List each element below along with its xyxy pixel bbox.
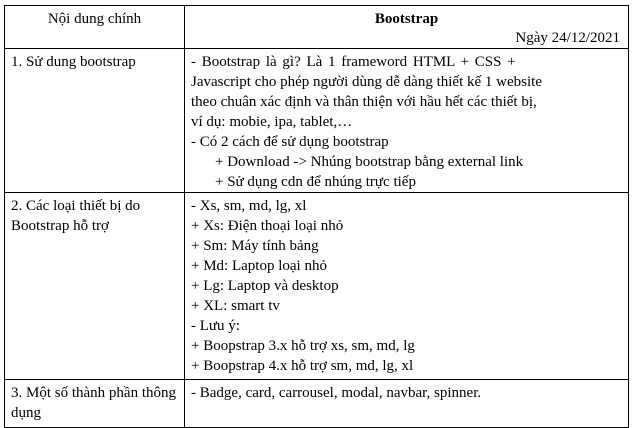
content-line: + Boopstrap 3.x hỗ trợ xs, sm, md, lg — [191, 338, 415, 354]
header-subject-title: Bootstrap — [374, 11, 439, 27]
content-line: - Badge, card, carrousel, modal, navbar,… — [191, 385, 482, 401]
table-row: 2. Các loại thiết bị do Bootstrap hỗ trợ… — [4, 192, 629, 380]
topic-cell: 3. Một số thành phần thông dụng — [4, 379, 185, 428]
content-line: + Xs: Điện thoại loại nhỏ — [191, 218, 344, 234]
header-subject-cell: Bootstrap Ngày 24/12/2021 — [184, 5, 629, 49]
content-cell: - Badge, card, carrousel, modal, navbar,… — [184, 379, 629, 428]
content-line: - Xs, sm, md, lg, xl — [191, 198, 307, 214]
table-row: 1. Sử dung bootstrap - Bootstrap là gì? … — [4, 48, 629, 193]
table-row: 3. Một số thành phần thông dụng - Badge,… — [4, 379, 629, 428]
table-header-row: Nội dung chính Bootstrap Ngày 24/12/2021 — [4, 5, 629, 49]
content-cell: - Bootstrap là gì? Là 1 frameword HTML +… — [184, 48, 629, 193]
content-sub-line: + Download -> Nhúng bootstrap bằng exter… — [215, 154, 524, 170]
content-sub-line: + Sử dụng cdn để nhúng trực tiếp — [215, 174, 416, 190]
content-line: ví dụ: mobie, ipa, tablet,… — [191, 114, 353, 130]
content-line: theo chuân xác định và thân thiện với hầ… — [191, 94, 537, 110]
header-topic-cell: Nội dung chính — [4, 5, 185, 49]
header-date: Ngày 24/12/2021 — [515, 30, 620, 46]
content-line: - Có 2 cách để sử dụng bootstrap — [191, 134, 389, 150]
content-cell: - Xs, sm, md, lg, xl + Xs: Điện thoại lo… — [184, 192, 629, 380]
topic-label: 1. Sử dung bootstrap — [11, 54, 136, 70]
notes-table: Nội dung chính Bootstrap Ngày 24/12/2021… — [4, 5, 629, 428]
content-line: + XL: smart tv — [191, 298, 280, 314]
content-line: - Lưu ý: — [191, 318, 240, 334]
content-line: + Boopstrap 4.x hỗ trợ sm, md, lg, xl — [191, 358, 414, 374]
topic-cell: 2. Các loại thiết bị do Bootstrap hỗ trợ — [4, 192, 185, 380]
topic-label: 3. Một số thành phần thông dụng — [11, 385, 176, 421]
content-line: + Sm: Máy tính bảng — [191, 238, 319, 254]
content-line: + Lg: Laptop và desktop — [191, 278, 339, 294]
topic-label: 2. Các loại thiết bị do Bootstrap hỗ trợ — [11, 198, 141, 234]
content-line: - Bootstrap là gì? Là 1 frameword HTML +… — [191, 54, 516, 70]
content-line: + Md: Laptop loại nhỏ — [191, 258, 327, 274]
topic-cell: 1. Sử dung bootstrap — [4, 48, 185, 193]
header-topic-label: Nội dung chính — [47, 11, 142, 27]
content-line: Javascript cho phép người dùng dễ dàng t… — [191, 74, 542, 90]
